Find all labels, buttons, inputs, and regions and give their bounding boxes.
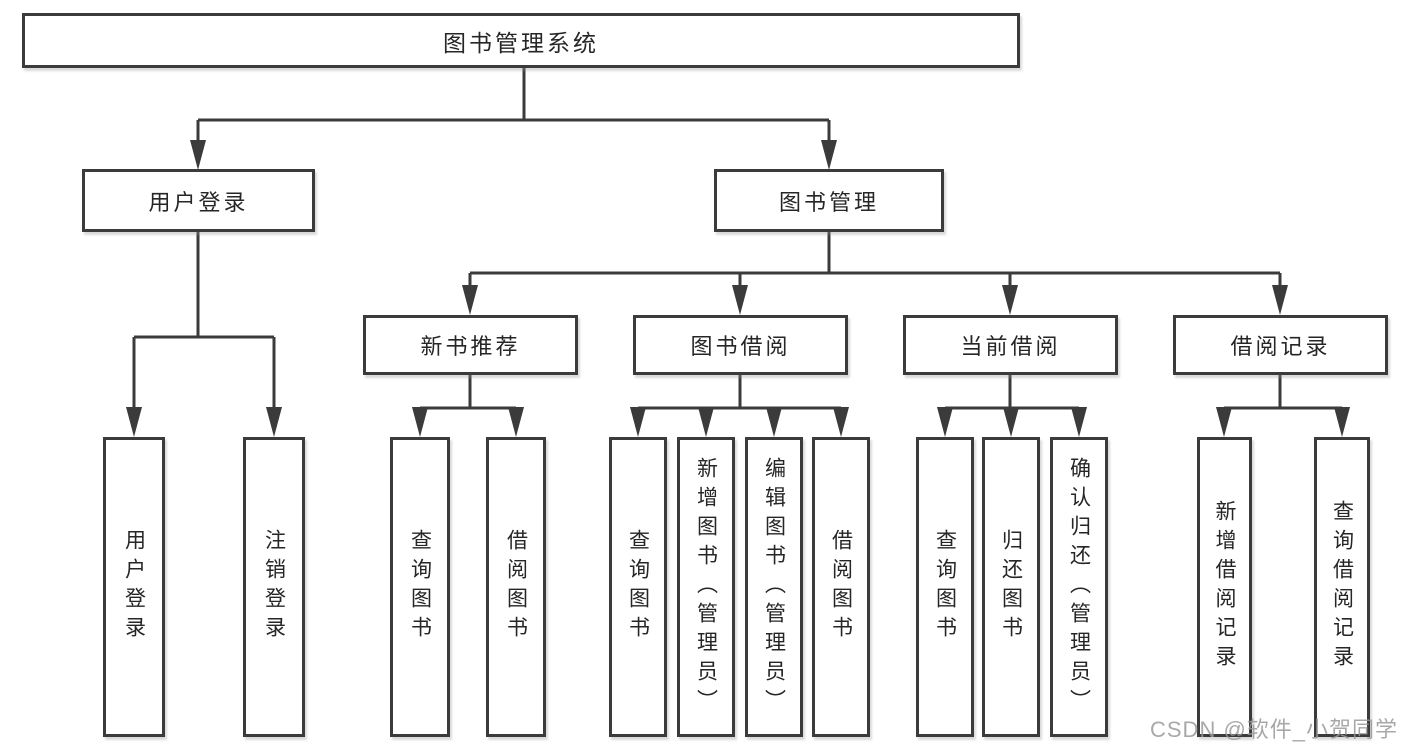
leaf-query-books-borrowing: 查询图书 bbox=[609, 437, 667, 737]
leaf-label: 借阅图书 bbox=[829, 529, 853, 645]
node-label: 当前借阅 bbox=[960, 334, 1061, 359]
leaf-logout: 注销登录 bbox=[243, 437, 305, 737]
leaf-label: 新增借阅记录 bbox=[1213, 500, 1236, 674]
leaf-label: 编辑图书（管理员） bbox=[762, 456, 786, 718]
leaf-label: 新增图书（管理员） bbox=[694, 456, 718, 718]
leaf-label: 查询图书 bbox=[408, 529, 432, 645]
leaf-add-books-admin: 新增图书（管理员） bbox=[677, 437, 735, 737]
leaf-label: 查询借阅记录 bbox=[1330, 500, 1354, 674]
leaf-label: 借阅图书 bbox=[504, 529, 528, 645]
leaf-query-borrow-record: 查询借阅记录 bbox=[1314, 437, 1370, 737]
node-label: 图书管理系统 bbox=[443, 29, 599, 56]
node-label: 新书推荐 bbox=[420, 334, 521, 359]
leaf-user-login: 用户登录 bbox=[103, 437, 165, 737]
leaf-query-books-recommend: 查询图书 bbox=[390, 437, 450, 737]
node-new-book-recommendation: 新书推荐 bbox=[363, 315, 578, 375]
node-label: 借阅记录 bbox=[1230, 334, 1331, 359]
leaf-label: 查询图书 bbox=[626, 529, 650, 645]
node-borrowing-records: 借阅记录 bbox=[1173, 315, 1388, 375]
node-book-management: 图书管理 bbox=[714, 169, 944, 232]
leaf-label: 查询图书 bbox=[933, 529, 957, 645]
csdn-watermark: CSDN @软件_小贺同学 bbox=[1150, 717, 1399, 742]
node-current-borrowing: 当前借阅 bbox=[903, 315, 1118, 375]
node-book-borrowing: 图书借阅 bbox=[633, 315, 848, 375]
leaf-label: 用户登录 bbox=[122, 529, 146, 645]
leaf-edit-books-admin: 编辑图书（管理员） bbox=[745, 437, 803, 737]
leaf-confirm-return-admin: 确认归还（管理员） bbox=[1050, 437, 1108, 737]
node-label: 图书管理 bbox=[778, 189, 879, 215]
leaf-query-books-current: 查询图书 bbox=[916, 437, 974, 737]
leaf-label: 注销登录 bbox=[262, 529, 286, 645]
leaf-borrow-books-recommend: 借阅图书 bbox=[486, 437, 546, 737]
leaf-borrow-books-borrowing: 借阅图书 bbox=[812, 437, 870, 737]
node-user-login: 用户登录 bbox=[82, 169, 315, 232]
leaf-label: 归还图书 bbox=[999, 529, 1023, 645]
leaf-add-borrow-record: 新增借阅记录 bbox=[1197, 437, 1252, 737]
node-label: 用户登录 bbox=[148, 189, 249, 215]
node-library-management-system: 图书管理系统 bbox=[22, 13, 1020, 68]
leaf-return-books: 归还图书 bbox=[982, 437, 1040, 737]
leaf-label: 确认归还（管理员） bbox=[1067, 456, 1091, 718]
node-label: 图书借阅 bbox=[690, 334, 791, 359]
